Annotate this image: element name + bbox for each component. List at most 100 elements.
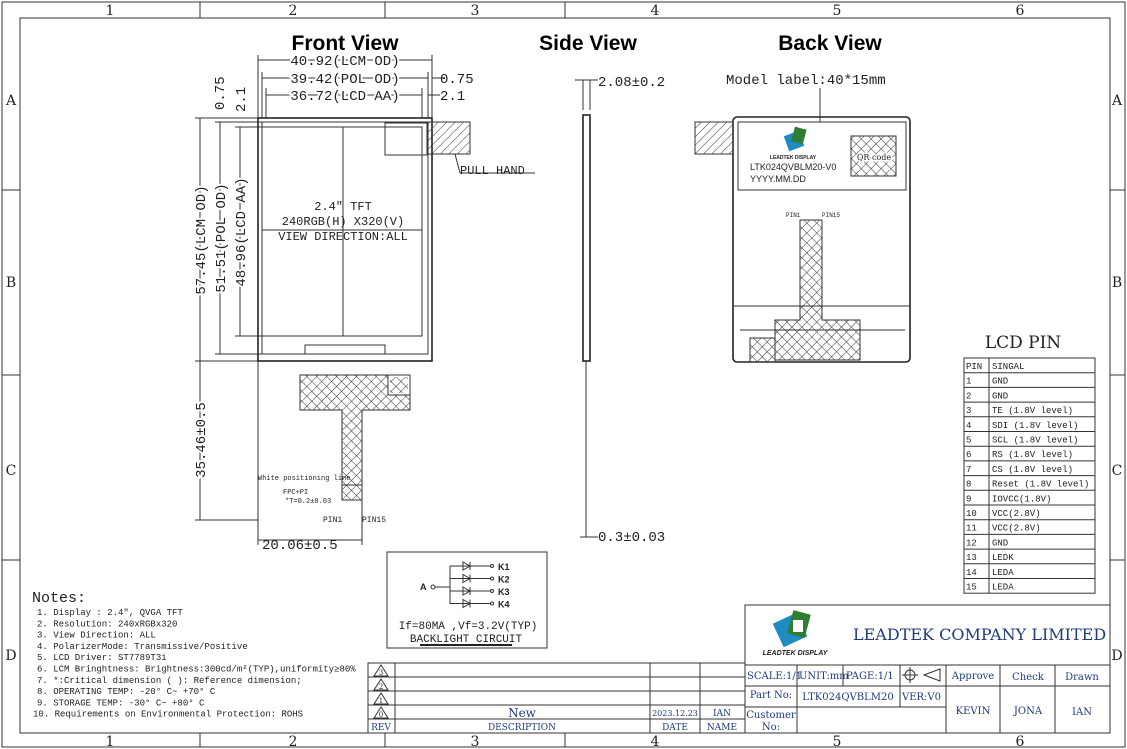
pin-signal: Reset (1.8V level) bbox=[992, 480, 1089, 490]
backlight-circuit-box bbox=[386, 551, 548, 649]
svg-text:39.42(POL OD): 39.42(POL OD) bbox=[290, 72, 399, 88]
svg-text:FPC+PI: FPC+PI bbox=[283, 489, 308, 497]
pin-number: 14 bbox=[966, 568, 977, 578]
revision-triangle-icon bbox=[373, 706, 389, 719]
grid-col-label: 4 bbox=[651, 734, 660, 749]
pin-signal: RS (1.8V level) bbox=[992, 450, 1073, 460]
pin-signal: LEDA bbox=[992, 568, 1014, 578]
revision-header: REV bbox=[371, 723, 391, 733]
grid-row-label: B bbox=[6, 275, 16, 291]
svg-text:YYYY.MM.DD: YYYY.MM.DD bbox=[750, 174, 806, 184]
note-item: 6. LCM Bringhtness: Brightness:300cd/m²(… bbox=[37, 665, 356, 675]
svg-text:20.06±0.5: 20.06±0.5 bbox=[262, 538, 338, 554]
cathode-label: K3 bbox=[498, 587, 510, 597]
pin-signal: LEDK bbox=[992, 553, 1014, 563]
pin-signal: SCL (1.8V level) bbox=[992, 436, 1078, 446]
revision-date: 2023.12.23 bbox=[652, 709, 698, 718]
part-number: LTK024QVBLM20 bbox=[802, 692, 893, 703]
svg-text:LTK024QVBLM20-V0: LTK024QVBLM20-V0 bbox=[750, 162, 836, 172]
revision-header: DATE bbox=[662, 723, 688, 733]
pin-signal: TE (1.8V level) bbox=[992, 406, 1073, 416]
pin-signal: SDI (1.8V level) bbox=[992, 421, 1078, 431]
pin-signal: VCC(2.8V) bbox=[992, 524, 1041, 534]
svg-text:40.92(LCM OD): 40.92(LCM OD) bbox=[290, 54, 399, 70]
pin-number: 3 bbox=[966, 406, 971, 416]
pin-number: 13 bbox=[966, 553, 977, 563]
pin-signal: CS (1.8V level) bbox=[992, 465, 1073, 475]
grid-row-label: A bbox=[1111, 93, 1123, 109]
grid-row-label: B bbox=[1112, 275, 1122, 291]
side-profile bbox=[582, 114, 591, 362]
back-logo-icon bbox=[783, 126, 807, 152]
grid-col-label: 2 bbox=[289, 3, 298, 19]
svg-text:0.75: 0.75 bbox=[213, 76, 229, 110]
svg-text:SCALE:1/1: SCALE:1/1 bbox=[747, 671, 802, 682]
grid-row-label: A bbox=[5, 93, 17, 109]
pin-signal: GND bbox=[992, 391, 1008, 401]
revision-name: IAN bbox=[713, 709, 731, 719]
revision-header: NAME bbox=[707, 723, 737, 733]
note-item: 4. PolarizerMode: Transmissive/Positive bbox=[37, 642, 248, 652]
note-item: 2. Resolution: 240xRGBx320 bbox=[37, 619, 177, 629]
svg-text:0.75: 0.75 bbox=[440, 72, 474, 88]
model-label-box bbox=[737, 121, 907, 191]
back-fpc bbox=[774, 219, 861, 361]
cathode-label: K1 bbox=[498, 562, 510, 572]
svg-text:35.46±0.5: 35.46±0.5 bbox=[194, 402, 210, 478]
svg-text:Drawn: Drawn bbox=[1065, 672, 1099, 683]
svg-text:UNIT:mm: UNIT:mm bbox=[799, 671, 849, 682]
note-item: 7. *:Critical dimension ( ): Reference d… bbox=[37, 676, 302, 686]
lcd-pin-title: LCD PIN bbox=[985, 333, 1061, 353]
notes-title: Notes: bbox=[32, 590, 86, 607]
pin-signal: GND bbox=[992, 377, 1008, 387]
leadtek-logo-icon bbox=[772, 610, 811, 648]
pin-signal: IOVCC(1.8V) bbox=[992, 494, 1051, 504]
svg-text:BACKLIGHT CIRCUIT: BACKLIGHT CIRCUIT bbox=[410, 634, 523, 646]
svg-text:A: A bbox=[420, 582, 427, 592]
front-active-area bbox=[261, 126, 423, 337]
pin-number: 8 bbox=[966, 480, 971, 490]
led-diode-icon bbox=[462, 573, 472, 584]
svg-text:0: 0 bbox=[379, 711, 383, 719]
pin-number: 6 bbox=[966, 450, 971, 460]
grid-col-label: 3 bbox=[471, 3, 480, 19]
svg-text:1: 1 bbox=[379, 697, 383, 705]
revision-triangle-icon bbox=[373, 664, 389, 677]
svg-text:PIN1: PIN1 bbox=[786, 212, 801, 219]
svg-text:Part No:: Part No: bbox=[750, 690, 792, 701]
pin-number: 15 bbox=[966, 583, 977, 593]
pin-number: 11 bbox=[966, 524, 977, 534]
svg-text:KEVIN: KEVIN bbox=[956, 706, 991, 717]
svg-text:51.51(POL OD): 51.51(POL OD) bbox=[214, 183, 230, 292]
grid-col-label: 1 bbox=[106, 734, 115, 749]
grid-col-label: 6 bbox=[1016, 734, 1025, 749]
pin-header: PIN bbox=[966, 362, 982, 372]
svg-text:PIN15: PIN15 bbox=[822, 212, 840, 219]
pin-number: 2 bbox=[966, 391, 971, 401]
pin-number: 1 bbox=[966, 377, 971, 387]
svg-text:57.45(LCM OD): 57.45(LCM OD) bbox=[194, 185, 210, 294]
note-item: 1. Display : 2.4", QVGA TFT bbox=[37, 608, 183, 618]
led-diode-icon bbox=[462, 598, 472, 609]
svg-text:2.4" TFT: 2.4" TFT bbox=[314, 200, 372, 214]
pull-hand-label: PULL HAND bbox=[460, 164, 525, 178]
svg-text:2.08±0.2: 2.08±0.2 bbox=[598, 75, 665, 91]
grid-col-label: 6 bbox=[1016, 3, 1025, 19]
front-view-title: Front View bbox=[292, 32, 400, 55]
grid-col-label: 5 bbox=[833, 3, 842, 19]
front-lcm-outline bbox=[257, 117, 433, 362]
cathode-label: K2 bbox=[498, 575, 510, 585]
svg-text:240RGB(H) X320(V): 240RGB(H) X320(V) bbox=[282, 215, 404, 229]
svg-text:Check: Check bbox=[1012, 672, 1045, 683]
svg-text:48.96(LCD AA): 48.96(LCD AA) bbox=[234, 177, 250, 286]
note-item: 9. STORAGE TEMP: -30° C~ +80° C bbox=[37, 698, 205, 708]
svg-text:White positioning line: White positioning line bbox=[258, 475, 350, 483]
grid-row-label: C bbox=[6, 463, 17, 479]
svg-text:PIN1: PIN1 bbox=[323, 516, 342, 525]
